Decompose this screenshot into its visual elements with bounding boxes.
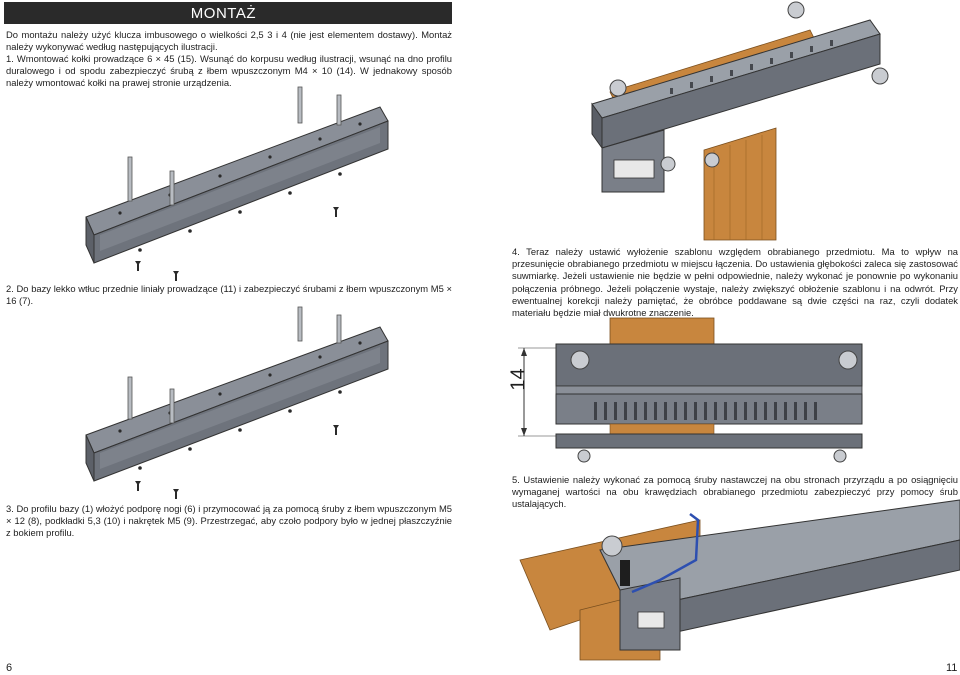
adjustment-illustration — [519, 499, 960, 661]
step5-text: 5. Ustawienie należy wykonać za pomocą ś… — [512, 474, 958, 510]
step2-text: 2. Do bazy lekko wtłuc przednie liniały … — [6, 283, 452, 307]
knob-icon — [601, 535, 623, 557]
step1-text: 1. Wmontować kołki prowadzące 6 × 45 (15… — [6, 53, 452, 89]
countersunk-screw-icon — [135, 425, 339, 499]
page-number-right: 11 — [946, 662, 958, 674]
jig-assembly-illustration — [591, 1, 889, 241]
dowel-pin-icon — [127, 86, 342, 206]
step3-text: 3. Do profilu bazy (1) włożyć podporę no… — [6, 503, 452, 539]
dowel-pin-icon — [127, 306, 342, 424]
front-view-illustration — [518, 317, 863, 463]
dimension-label: 14 — [507, 368, 530, 391]
countersunk-screw-icon — [135, 207, 339, 281]
intro-text: Do montażu należy użyć klucza imbusowego… — [6, 29, 452, 53]
hex-key-icon — [631, 513, 700, 594]
base-profile-illustration-1 — [85, 86, 389, 281]
base-profile-illustration-2 — [85, 306, 389, 499]
section-title: MONTAŻ — [4, 2, 452, 24]
page-number-left: 6 — [6, 662, 13, 674]
step4-text: 4. Teraz należy ustawić wyłożenie szablo… — [512, 246, 958, 319]
knob-icon — [570, 350, 858, 463]
knob-icon — [609, 1, 889, 172]
